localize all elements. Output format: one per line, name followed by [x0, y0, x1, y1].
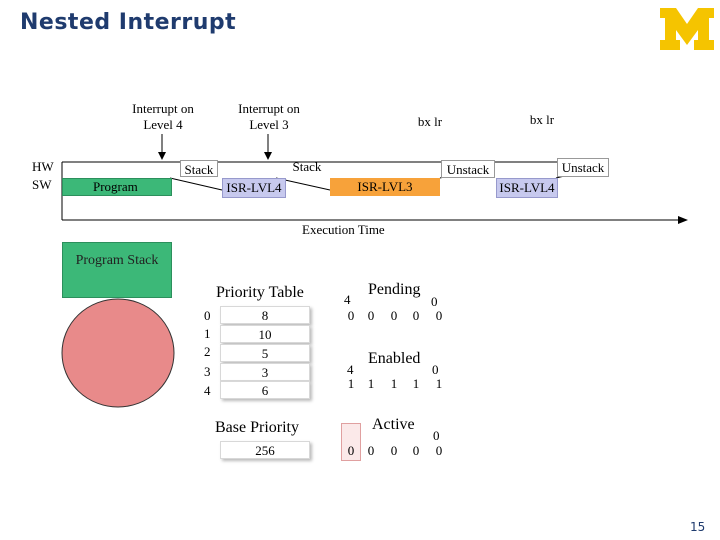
annotation-bx-lr-1: bx lr — [417, 114, 443, 129]
annotation-interrupt-level-3: Interrupt on Level 3 — [238, 101, 300, 132]
active-bit: 0 — [390, 443, 398, 458]
unstack-label-2: Unstack — [557, 158, 609, 177]
pending-bit: 0 — [367, 308, 375, 323]
pending-bit: 0 — [347, 308, 355, 323]
slide-title: Nested Interrupt — [20, 10, 237, 35]
pending-bit: 0 — [412, 308, 420, 323]
base-priority-value: 256 — [220, 441, 310, 459]
priority-index: 3 — [204, 364, 211, 379]
pending-bit-high-label: 4 — [344, 292, 351, 307]
execution-time-label: Execution Time — [302, 222, 385, 237]
active-bit: 0 — [367, 443, 375, 458]
page-number: 15 — [690, 520, 706, 534]
base-priority-header: Base Priority — [215, 419, 299, 436]
active-bit-low-label: 0 — [433, 428, 440, 443]
program-box: Program — [62, 178, 172, 196]
isr-level4-box-1: ISR-LVL4 — [222, 178, 286, 198]
hw-label: HW — [32, 159, 54, 174]
priority-table-header: Priority Table — [216, 284, 304, 301]
pending-bit: 0 — [390, 308, 398, 323]
enabled-bit-high-label: 4 — [347, 362, 354, 377]
sw-label: SW — [32, 177, 52, 192]
enabled-bit: 1 — [435, 376, 443, 391]
priority-index: 0 — [204, 308, 211, 323]
enabled-bit: 1 — [367, 376, 375, 391]
priority-value: 6 — [220, 381, 310, 399]
pending-bit: 0 — [435, 308, 443, 323]
enabled-register: 1 1 1 1 1 — [340, 376, 452, 394]
isr-level3-box: ISR-LVL3 — [330, 178, 440, 196]
priority-value: 3 — [220, 363, 310, 381]
pending-header: Pending — [368, 281, 421, 298]
pending-bit-low-label: 0 — [431, 294, 438, 309]
unstack-label-1: Unstack — [441, 160, 495, 178]
priority-index: 2 — [204, 344, 211, 359]
priority-index: 1 — [204, 326, 211, 341]
stack-label-1: Stack — [180, 160, 218, 177]
enabled-bit-low-label: 0 — [432, 362, 439, 377]
university-logo — [660, 8, 714, 50]
stack-label-2: Stack — [292, 159, 322, 174]
program-stack-circle — [61, 298, 175, 408]
annotation-bx-lr-2: bx lr — [529, 112, 555, 127]
active-header: Active — [372, 416, 415, 433]
enabled-header: Enabled — [368, 350, 421, 367]
isr-level4-box-2: ISR-LVL4 — [496, 178, 558, 198]
active-bit: 0 — [412, 443, 420, 458]
enabled-bit: 1 — [347, 376, 355, 391]
priority-index: 4 — [204, 383, 211, 398]
priority-value: 5 — [220, 344, 310, 362]
active-bit: 0 — [347, 443, 355, 458]
annotation-interrupt-level-4: Interrupt on Level 4 — [132, 101, 194, 132]
priority-value: 10 — [220, 325, 310, 343]
priority-value: 8 — [220, 306, 310, 324]
enabled-bit: 1 — [390, 376, 398, 391]
program-stack-box: Program Stack — [62, 242, 172, 298]
active-bit-highlight — [341, 423, 361, 461]
active-register: 0 0 0 0 0 — [340, 443, 452, 461]
active-bit: 0 — [435, 443, 443, 458]
pending-register: 0 0 0 0 0 — [340, 308, 452, 326]
enabled-bit: 1 — [412, 376, 420, 391]
